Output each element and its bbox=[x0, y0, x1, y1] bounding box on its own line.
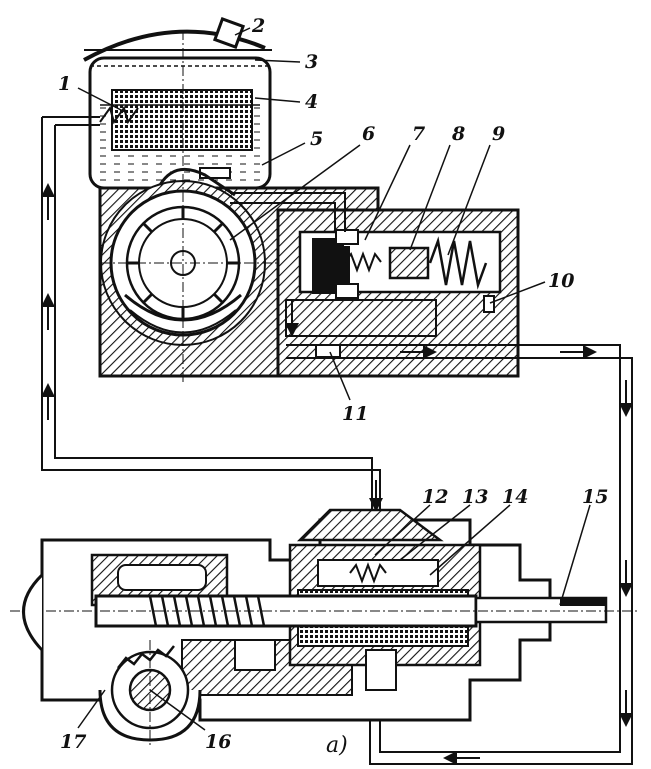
spool-spring bbox=[349, 562, 387, 584]
bypass-orifice bbox=[315, 344, 341, 358]
jet-orifice bbox=[483, 295, 495, 313]
relief-valve-ball bbox=[388, 246, 430, 280]
filler-cap bbox=[212, 16, 246, 50]
reservoir-tank bbox=[83, 16, 272, 190]
label-15: 15 bbox=[582, 486, 608, 508]
label-7: 7 bbox=[412, 123, 425, 145]
steering-gear-housing bbox=[10, 508, 640, 745]
label-9: 9 bbox=[492, 123, 505, 145]
filter-element bbox=[111, 89, 253, 151]
figure-caption: a) bbox=[326, 733, 348, 758]
bypass-spring bbox=[99, 105, 139, 125]
part-labels: 2 3 1 4 5 6 7 8 9 10 11 12 13 14 15 16 1… bbox=[58, 15, 608, 758]
valve-spring bbox=[344, 251, 382, 273]
label-13: 13 bbox=[462, 486, 488, 508]
label-11: 11 bbox=[342, 403, 368, 425]
input-shaft bbox=[474, 596, 608, 624]
label-17: 17 bbox=[60, 731, 86, 753]
label-14: 14 bbox=[502, 486, 528, 508]
label-12: 12 bbox=[422, 486, 448, 508]
label-1: 1 bbox=[58, 73, 71, 95]
label-4: 4 bbox=[305, 91, 318, 113]
flow-control-valve bbox=[312, 238, 350, 294]
label-8: 8 bbox=[451, 123, 465, 145]
label-6: 6 bbox=[362, 123, 375, 145]
label-10: 10 bbox=[548, 270, 574, 292]
label-2: 2 bbox=[251, 15, 265, 37]
distributor-housing bbox=[296, 508, 444, 542]
hydraulic-lines bbox=[41, 116, 633, 765]
relief-spring bbox=[428, 236, 488, 290]
label-5: 5 bbox=[310, 128, 323, 150]
label-16: 16 bbox=[205, 731, 231, 753]
leader-lines bbox=[77, 27, 591, 731]
valve-block bbox=[276, 208, 520, 378]
label-3: 3 bbox=[305, 51, 318, 73]
